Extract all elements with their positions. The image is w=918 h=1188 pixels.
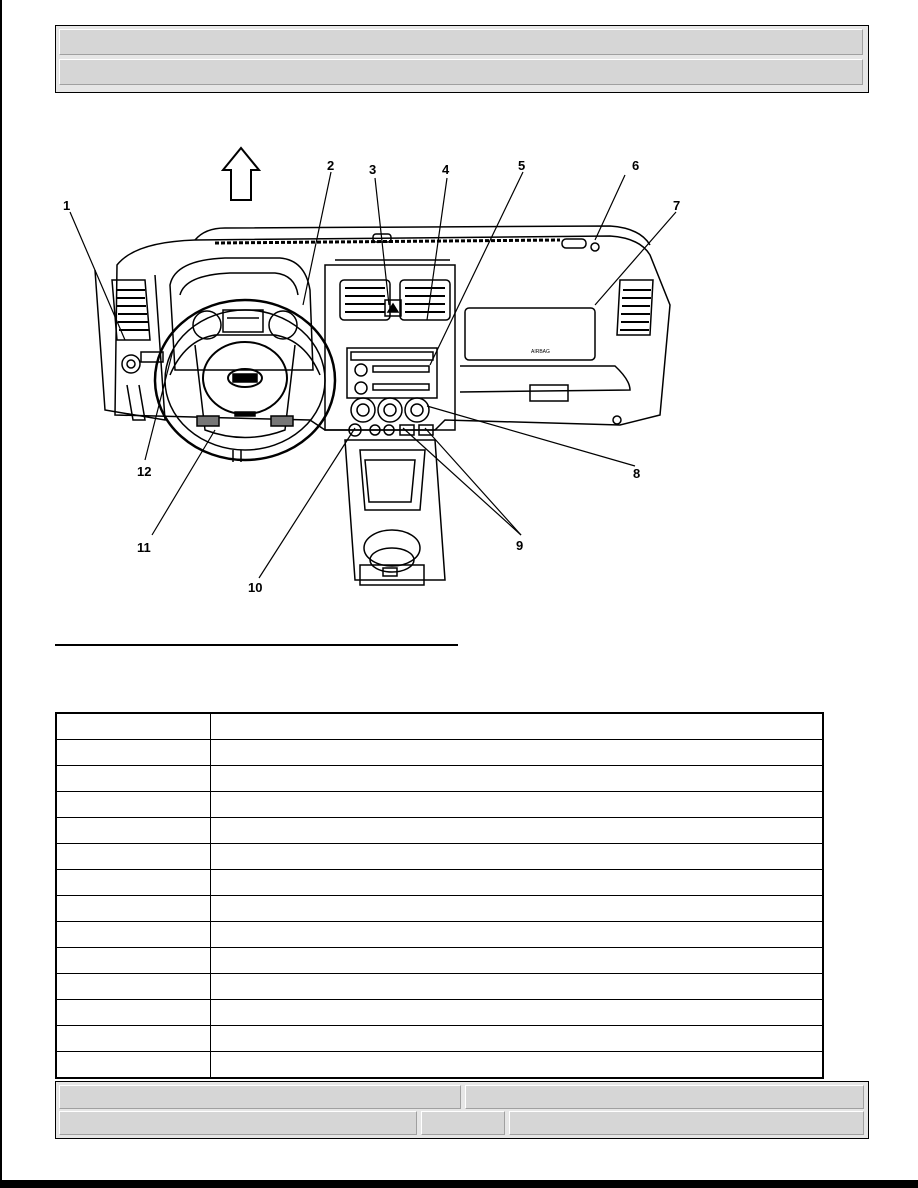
legend-row — [55, 739, 824, 766]
callout-3: 3 — [369, 162, 376, 177]
legend-callout-cell — [55, 973, 211, 1000]
instrument-panel-illustration: 1 2 3 4 5 6 7 8 9 10 11 12 AIRBAG — [63, 146, 680, 595]
legend-row — [55, 765, 824, 792]
callout-9: 9 — [516, 538, 523, 553]
forward-arrow-icon — [220, 146, 262, 201]
legend-row — [55, 869, 824, 896]
header-subtitle-bar — [59, 59, 863, 85]
callout-10: 10 — [248, 580, 262, 595]
legend-row — [55, 895, 824, 922]
footer-left-cell — [59, 1085, 461, 1109]
callout-7: 7 — [673, 198, 680, 213]
legend-component-cell — [210, 999, 824, 1026]
legend-row — [55, 843, 824, 870]
airbag-marking: AIRBAG — [531, 349, 550, 355]
legend-callout-cell — [55, 895, 211, 922]
legend-component-cell — [210, 712, 824, 740]
callout-2: 2 — [327, 158, 334, 173]
legend-callout-cell — [55, 791, 211, 818]
steering-wheel — [153, 298, 337, 462]
legend-row — [55, 999, 824, 1026]
legend-component-cell — [210, 921, 824, 948]
page-header — [55, 25, 869, 93]
legend-callout-cell — [55, 947, 211, 974]
hvac-knob-center — [377, 397, 403, 423]
legend-callout-cell — [55, 843, 211, 870]
hazard-switch — [384, 299, 402, 317]
legend-row — [55, 947, 824, 974]
legend-row — [55, 712, 824, 740]
legend-component-cell — [210, 843, 824, 870]
center-console — [344, 439, 446, 581]
legend-component-cell — [210, 1051, 824, 1079]
hvac-knob-left — [350, 397, 376, 423]
callout-8: 8 — [633, 466, 640, 481]
callout-4: 4 — [442, 162, 450, 177]
legend-row — [55, 1051, 824, 1079]
callout-5: 5 — [518, 158, 525, 173]
legend-callout-cell — [55, 765, 211, 792]
legend-callout-cell — [55, 1051, 211, 1079]
legend-component-cell — [210, 869, 824, 896]
callout-1: 1 — [63, 198, 70, 213]
legend-row — [55, 1025, 824, 1052]
legend-row — [55, 817, 824, 844]
legend-row — [55, 791, 824, 818]
legend-callout-cell — [55, 1025, 211, 1052]
callout-6: 6 — [632, 158, 639, 173]
legend-component-cell — [210, 973, 824, 1000]
legend-row — [55, 921, 824, 948]
legend-component-cell — [210, 791, 824, 818]
passenger-airbag-door — [464, 307, 596, 361]
legend-callout-cell — [55, 921, 211, 948]
legend-component-cell — [210, 765, 824, 792]
section-rule — [55, 644, 458, 646]
legend-callout-cell — [55, 712, 211, 740]
page-footer — [55, 1081, 869, 1139]
dash-top-outline — [114, 235, 671, 431]
footer-bottom-cell-3 — [509, 1111, 864, 1135]
header-title-bar — [59, 29, 863, 55]
footer-bottom-cell-1 — [59, 1111, 417, 1135]
page-frame-bottom — [0, 1180, 918, 1188]
legend-callout-cell — [55, 817, 211, 844]
legend-component-cell — [210, 817, 824, 844]
legend-row — [55, 973, 824, 1000]
callout-12: 12 — [137, 464, 151, 479]
legend-component-cell — [210, 739, 824, 766]
legend-callout-cell — [55, 869, 211, 896]
component-legend-table — [55, 712, 824, 1079]
footer-right-cell — [465, 1085, 864, 1109]
callout-11: 11 — [137, 540, 151, 555]
footer-bottom-cell-2 — [421, 1111, 505, 1135]
page-frame-left — [0, 0, 2, 1188]
right-vent — [616, 279, 654, 336]
legend-callout-cell — [55, 739, 211, 766]
hvac-knob-right — [404, 397, 430, 423]
legend-component-cell — [210, 947, 824, 974]
legend-component-cell — [210, 1025, 824, 1052]
legend-callout-cell — [55, 999, 211, 1026]
legend-component-cell — [210, 895, 824, 922]
